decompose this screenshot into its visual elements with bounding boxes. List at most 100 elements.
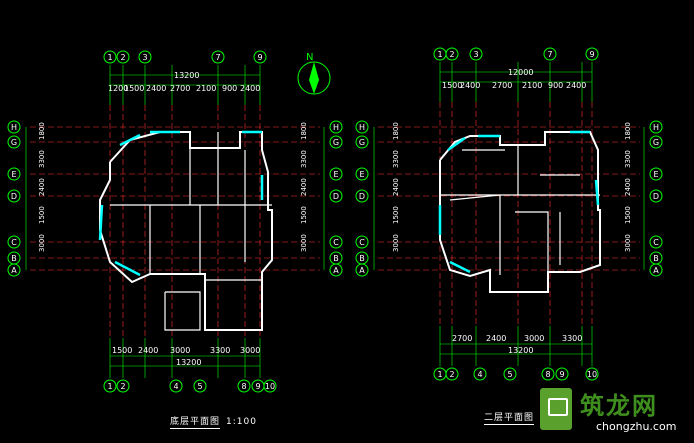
second-col-bottom-label: 9 xyxy=(559,370,564,379)
ground-row-left-bubble xyxy=(7,235,21,249)
second-col-top-label: 9 xyxy=(589,50,594,59)
ground-row-left-bubble xyxy=(7,189,21,203)
second-side-dimension: 3300 xyxy=(392,150,400,168)
ground-col-top-label: 2 xyxy=(120,53,125,62)
ground-bottom-total: 13200 xyxy=(176,358,202,367)
ground-side-dimension-r: 3000 xyxy=(300,234,308,252)
ground-row-left-label: A xyxy=(11,266,17,275)
ground-side-dimension-r: 3300 xyxy=(300,150,308,168)
ground-col-bottom-bubble xyxy=(103,379,117,393)
ground-row-left-label: C xyxy=(11,238,17,247)
ground-side-dimension: 3300 xyxy=(38,150,46,168)
ground-row-right-label: A xyxy=(333,266,339,275)
ground-row-right-bubble xyxy=(329,235,343,249)
second-row-right-label: H xyxy=(653,123,659,132)
ground-row-right-label: C xyxy=(333,238,339,247)
second-row-left-label: C xyxy=(359,238,365,247)
ground-row-left-bubble xyxy=(7,135,21,149)
ground-row-left-label: G xyxy=(11,138,17,147)
ground-col-bottom-bubble xyxy=(169,379,183,393)
dimension-value: 3300 xyxy=(210,346,231,355)
dimension-value: 2100 xyxy=(196,84,217,93)
second-col-bottom-label: 2 xyxy=(449,370,454,379)
dimension-value: 2700 xyxy=(170,84,191,93)
dimension-value: 2400 xyxy=(138,346,159,355)
second-col-bottom-label: 5 xyxy=(507,370,512,379)
ground-side-dimension: 3000 xyxy=(38,234,46,252)
ground-col-top-label: 1 xyxy=(107,53,112,62)
ground-row-right-bubble xyxy=(329,263,343,277)
second-row-left-bubble xyxy=(355,235,369,249)
ground-row-right-bubble xyxy=(329,189,343,203)
ground-col-bottom-bubble xyxy=(193,379,207,393)
second-row-left-label: G xyxy=(359,138,365,147)
ground-row-left-bubble xyxy=(7,263,21,277)
ground-row-right-bubble xyxy=(329,120,343,134)
second-row-left-bubble xyxy=(355,167,369,181)
ground-col-top-bubble xyxy=(138,50,152,64)
dimension-value: 900 xyxy=(222,84,238,93)
ground-side-dimension: 1800 xyxy=(38,122,46,140)
second-row-left-bubble xyxy=(355,120,369,134)
second-row-right-label: C xyxy=(653,238,659,247)
ground-side-dimension-r: 2400 xyxy=(300,178,308,196)
dimension-value: 2400 xyxy=(146,84,167,93)
dimension-value: 2400 xyxy=(566,81,587,90)
ground-row-right-label: H xyxy=(333,123,339,132)
ground-row-left-label: B xyxy=(11,254,17,263)
ground-inner-wall xyxy=(164,291,201,331)
second-col-top-label: 2 xyxy=(449,50,454,59)
second-side-dimension-r: 1500 xyxy=(624,206,632,224)
second-col-bottom-bubble xyxy=(541,367,555,381)
second-row-right-label: D xyxy=(653,192,659,201)
second-row-left-label: B xyxy=(359,254,365,263)
second-col-bottom-bubble xyxy=(555,367,569,381)
dimension-value: 1500 xyxy=(124,84,145,93)
second-row-right-bubble xyxy=(649,263,663,277)
second-col-bottom-bubble xyxy=(585,367,599,381)
second-row-right-bubble xyxy=(649,189,663,203)
ground-col-top-label: 9 xyxy=(257,53,262,62)
second-row-left-bubble xyxy=(355,189,369,203)
ground-top-total: 13200 xyxy=(174,71,200,80)
ground-row-left-bubble xyxy=(7,120,21,134)
ground-col-top-bubble xyxy=(211,50,225,64)
second-row-left-label: E xyxy=(359,170,364,179)
dimension-value: 3000 xyxy=(524,334,545,343)
ground-window xyxy=(98,204,104,241)
ground-row-left-label: H xyxy=(11,123,17,132)
second-col-bottom-label: 1 xyxy=(437,370,442,379)
second-row-left-label: D xyxy=(359,192,365,201)
second-row-left-bubble xyxy=(355,263,369,277)
second-col-top-bubble xyxy=(543,47,557,61)
ground-col-bottom-label: 8 xyxy=(241,382,246,391)
ground-col-bottom-bubble xyxy=(263,379,277,393)
second-row-left-label: H xyxy=(359,123,365,132)
dimension-value: 2700 xyxy=(492,81,513,90)
dimension-value: 3000 xyxy=(170,346,191,355)
second-side-dimension-r: 2400 xyxy=(624,178,632,196)
ground-col-bottom-label: 4 xyxy=(173,382,178,391)
second-col-top-label: 7 xyxy=(547,50,552,59)
second-row-right-label: A xyxy=(653,266,659,275)
ground-col-bottom-label: 2 xyxy=(120,382,125,391)
second-row-right-label: G xyxy=(653,138,659,147)
second-row-right-label: B xyxy=(653,254,659,263)
ground-col-top-bubble xyxy=(116,50,130,64)
ground-col-bottom-bubble xyxy=(116,379,130,393)
second-window xyxy=(447,136,466,152)
second-row-right-bubble xyxy=(649,167,663,181)
watermark: 筑龙网 chongzhu.com xyxy=(540,386,690,440)
ground-row-left-label: D xyxy=(11,192,17,201)
ground-col-bottom-label: 10 xyxy=(265,382,275,391)
dimension-value: 900 xyxy=(548,81,564,90)
dimension-value: 3000 xyxy=(240,346,261,355)
dimension-value: 2400 xyxy=(460,81,481,90)
second-col-bottom-bubble xyxy=(473,367,487,381)
second-row-right-bubble xyxy=(649,235,663,249)
second-side-dimension-r: 1800 xyxy=(624,122,632,140)
ground-row-right-label: E xyxy=(333,170,338,179)
